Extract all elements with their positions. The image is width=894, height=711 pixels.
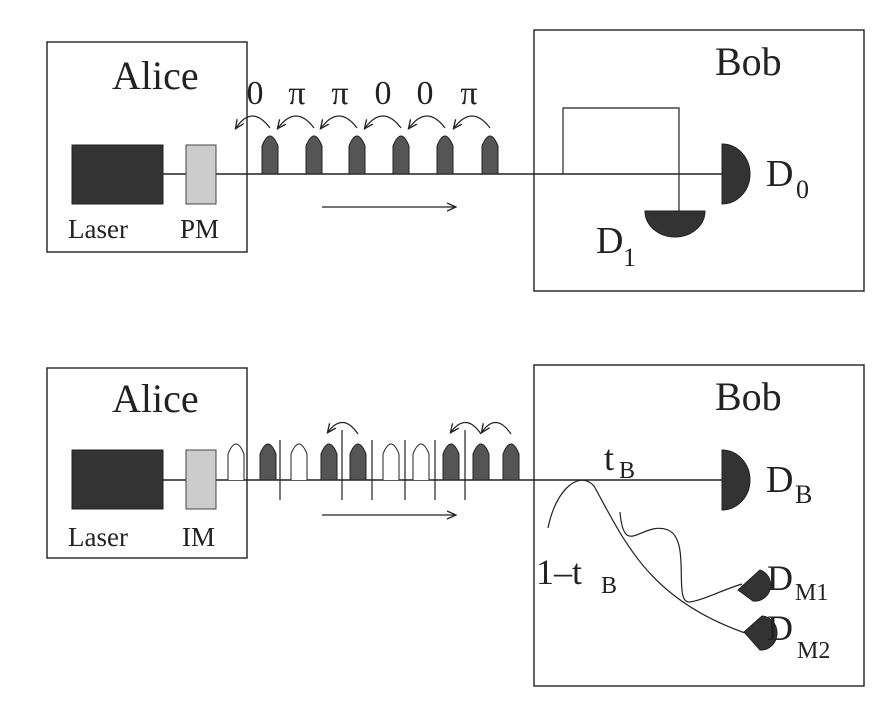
phase-difference-arc xyxy=(365,115,402,128)
dm1-label: D xyxy=(767,558,793,598)
bottom-pulse-empty xyxy=(412,443,430,480)
bottom-pulse-empty xyxy=(290,443,308,480)
top-pulse xyxy=(305,135,323,175)
bottom-panel: Alice Bob Laser IM t B xyxy=(46,364,865,687)
phase-difference-arc xyxy=(321,115,358,128)
bottom-pulse-empty xyxy=(227,443,245,480)
top-laser-label: Laser xyxy=(68,214,128,244)
phase-label: 0 xyxy=(247,75,264,112)
loss-path-to-dm2 xyxy=(547,479,749,635)
d0-label: D xyxy=(766,153,793,195)
top-pulse xyxy=(436,135,454,175)
phase-difference-arc xyxy=(454,115,491,128)
bottom-intensity-modulator xyxy=(185,449,217,510)
top-pulse xyxy=(261,135,279,175)
bottom-bob-label: Bob xyxy=(715,374,782,419)
loss-label: 1–t xyxy=(536,552,582,592)
bottom-laser xyxy=(71,449,164,510)
phase-reference-arc xyxy=(328,421,359,435)
top-pulse xyxy=(348,135,366,175)
phase-label: π xyxy=(460,75,477,112)
db-label: D xyxy=(766,459,793,501)
phase-label: 0 xyxy=(375,75,392,112)
top-bob-label: Bob xyxy=(715,39,782,84)
phase-reference-arc xyxy=(451,421,482,435)
interferometer-delay-loop xyxy=(562,107,680,211)
phase-label: π xyxy=(288,75,305,112)
top-alice-label: Alice xyxy=(112,53,199,98)
bottom-bob-box xyxy=(533,364,865,687)
top-modulator-label: PM xyxy=(180,214,219,244)
bottom-pulse-filled xyxy=(472,443,490,481)
phase-label: 0 xyxy=(417,75,434,112)
top-pulse xyxy=(392,135,410,175)
top-bob-box xyxy=(533,29,865,292)
top-phase-modulator xyxy=(185,144,217,205)
top-pulse xyxy=(481,135,499,175)
detector-d1 xyxy=(644,210,706,238)
detector-dm2 xyxy=(743,615,778,651)
phase-difference-arc xyxy=(278,115,315,128)
dm2-subscript: M2 xyxy=(797,638,830,664)
detector-db xyxy=(721,449,751,511)
d1-subscript: 1 xyxy=(623,243,636,272)
bottom-pulse-filled xyxy=(502,443,520,481)
d1-label: D xyxy=(596,220,623,262)
bottom-pulse-filled xyxy=(259,443,277,481)
bottom-alice-label: Alice xyxy=(112,376,199,421)
db-subscript: B xyxy=(795,480,812,509)
phase-difference-arc xyxy=(236,115,271,128)
phase-difference-arc xyxy=(409,115,446,128)
loss-path-to-dm1 xyxy=(619,511,743,603)
detector-dm1 xyxy=(737,569,772,602)
loss-subscript: B xyxy=(601,573,617,599)
bottom-pulse-filled xyxy=(349,443,367,481)
transmission-label: t xyxy=(604,438,614,478)
bottom-pulse-empty xyxy=(382,443,400,480)
phase-label: π xyxy=(331,75,348,112)
detector-d0 xyxy=(721,143,751,205)
top-laser xyxy=(71,144,164,205)
d0-subscript: 0 xyxy=(796,175,809,204)
bottom-laser-label: Laser xyxy=(68,522,128,552)
bottom-modulator-label: IM xyxy=(182,522,215,552)
dm2-label: D xyxy=(767,608,793,648)
dm1-subscript: M1 xyxy=(795,580,828,606)
top-panel: Alice Bob Laser PM 0 π π 0 0 π xyxy=(46,29,865,292)
bottom-pulse-filled xyxy=(442,443,460,481)
bottom-pulse-filled xyxy=(320,443,338,481)
phase-reference-arc xyxy=(482,421,512,435)
transmission-subscript: B xyxy=(619,458,635,484)
